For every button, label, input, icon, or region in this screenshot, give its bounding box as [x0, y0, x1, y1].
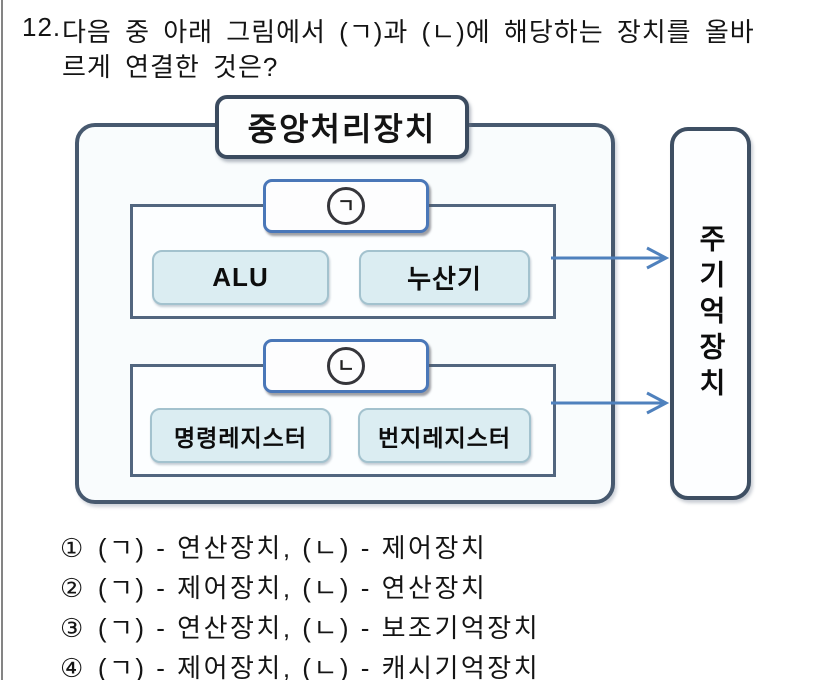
option-2-text: (ㄱ) - 제어장치, (ㄴ) - 연산장치: [97, 573, 488, 603]
option-3-text: (ㄱ) - 연산장치, (ㄴ) - 보조기억장치: [97, 613, 541, 643]
question-text-line1: 다음 중 아래 그림에서 (ㄱ)과 (ㄴ)에 해당하는 장치를 올바: [62, 17, 755, 47]
circled-giyeok-icon: ㄱ: [327, 187, 365, 225]
group2-label-box: ㄴ: [263, 339, 429, 393]
page-left-border-line: [1, 0, 3, 680]
option-3-number: ③: [60, 613, 86, 643]
address-register-label: 번지레지스터: [378, 424, 511, 451]
arrow-group2-to-memory-icon: [551, 389, 671, 417]
group2-label: ㄴ: [337, 355, 355, 377]
group1-label: ㄱ: [337, 195, 355, 217]
option-1-text: (ㄱ) - 연산장치, (ㄴ) - 제어장치: [97, 533, 488, 563]
option-2-number: ②: [60, 573, 86, 603]
group1-label-box: ㄱ: [263, 179, 429, 233]
answer-option-3: ③ (ㄱ) - 연산장치, (ㄴ) - 보조기억장치: [60, 608, 540, 645]
answer-option-2: ② (ㄱ) - 제어장치, (ㄴ) - 연산장치: [60, 568, 487, 605]
instruction-register-label: 명령레지스터: [174, 424, 307, 451]
main-memory-box: 주기억장치: [670, 127, 751, 500]
answer-option-1: ① (ㄱ) - 연산장치, (ㄴ) - 제어장치: [60, 528, 487, 565]
answer-option-4: ④ (ㄱ) - 제어장치, (ㄴ) - 캐시기억장치: [60, 648, 540, 680]
option-1-number: ①: [60, 533, 86, 563]
option-4-text: (ㄱ) - 제어장치, (ㄴ) - 캐시기억장치: [97, 653, 541, 680]
question-text-line2: 르게 연결한 것은?: [62, 52, 279, 82]
question-number: 12.: [22, 12, 62, 42]
accumulator-box: 누산기: [359, 250, 530, 305]
alu-box: ALU: [152, 250, 329, 305]
instruction-register-box: 명령레지스터: [150, 408, 331, 463]
alu-label: ALU: [212, 262, 269, 292]
circled-nieun-icon: ㄴ: [327, 347, 365, 385]
arrow-group1-to-memory-icon: [551, 244, 671, 272]
cpu-title-label: 중앙처리장치: [247, 111, 437, 147]
main-memory-label: 주기억장치: [695, 223, 727, 404]
cpu-title-box: 중앙처리장치: [215, 95, 469, 159]
address-register-box: 번지레지스터: [358, 408, 531, 463]
option-4-number: ④: [60, 653, 86, 680]
accumulator-label: 누산기: [407, 264, 482, 294]
